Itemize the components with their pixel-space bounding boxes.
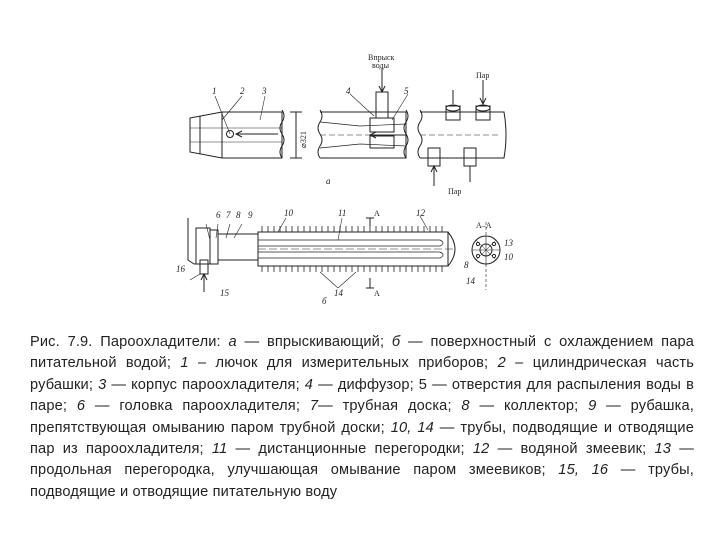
caption-segment: — коллектор; [469,398,589,415]
view-b-drawing [187,215,501,292]
label-num-3: 3 [261,86,267,96]
caption-segment: 2 [497,355,506,372]
caption-segment: — корпус пароохладителя; [106,376,305,393]
caption-segment: 6 [76,398,86,415]
caption-segment: б [391,334,401,350]
label-steam-in: Пар [476,71,489,80]
caption-segment: Рис. 7.9. Пароохладители: [30,334,229,350]
label-num-10-section: 10 [504,252,514,262]
label-section-mark-bottom: А [374,289,380,298]
label-num-11: 11 [338,208,346,218]
caption-segment: 11 [211,441,228,458]
technical-drawing: Впрыск воды Пар Пар ⌀321 а 1 2 3 4 5 [176,53,514,306]
caption-segment: — трубная доска; [318,398,462,415]
label-steam-out: Пар [448,187,461,196]
caption-segment: — дистанционные перегородки; [227,441,473,458]
view-a-labels: Впрыск воды Пар Пар ⌀321 а 1 2 3 4 5 [212,53,489,196]
caption-segment: а [228,334,237,350]
label-num-16: 16 [176,264,186,274]
caption-segment: 8 [461,398,470,415]
caption-segment: — впрыскивающий; [236,334,392,350]
label-diameter: ⌀321 [299,131,308,148]
label-section-mark-top: А [374,209,380,218]
caption-segment: — головка пароохладителя; [85,398,310,415]
caption-segment: — поверхностный с охлаждением пара питат… [30,334,694,372]
caption-segment: 3 [98,376,107,393]
caption-segment: – цилиндрическая часть рубашки; [30,355,694,393]
label-num-8: 8 [236,210,241,220]
figure-steam-desuperheaters: Впрыск воды Пар Пар ⌀321 а 1 2 3 4 5 [170,50,550,308]
view-a-drawing [189,68,507,186]
label-num-15: 15 [220,288,230,298]
label-injection-1: Впрыск [368,53,395,62]
caption-segment: 7 [309,398,319,415]
label-num-12: 12 [416,208,426,218]
caption-segment: — рубашка, препятствующая омыванию паром… [30,398,694,436]
caption-segment: 13 [654,441,672,458]
caption-segment: — продольная перегородка, улучшающая омы… [30,441,694,479]
label-num-9: 9 [248,210,253,220]
caption-segment: — диффузор; 5 — отверстия для распыления… [30,376,694,415]
label-injection-2: воды [372,61,390,70]
label-section-aa: А–А [476,221,492,230]
caption-segment: 1 [180,355,189,372]
figure-caption: Рис. 7.9. Пароохладители: а — впрыскиваю… [30,332,694,503]
label-view-a: а [326,176,331,186]
caption-segment: — водяной змеевик; [489,441,655,458]
caption-segment: 15, 16 [558,462,609,479]
label-num-1: 1 [212,86,217,96]
caption-segment: 12 [472,441,490,458]
label-num-14-section: 14 [466,276,476,286]
label-num-7: 7 [226,210,231,220]
label-num-13: 13 [504,238,514,248]
label-num-5: 5 [404,86,409,96]
caption-segment: — трубы, подводящие и отводящие питатель… [30,462,695,500]
caption-segment: 9 [588,398,597,415]
caption-segment: 4 [304,376,314,393]
label-num-4: 4 [346,86,351,96]
caption-segment: 10, 14 [390,419,434,436]
caption-segment: — трубы, подводящие и отводящие пар из п… [30,419,694,458]
caption-segment: – лючок для измерительных приборов; [188,355,498,372]
label-view-b: б [322,296,327,306]
view-b-labels: 6 7 8 9 10 11 12 13 10 8 14 14 16 15 б А… [176,208,514,306]
label-num-2: 2 [240,86,245,96]
label-num-10: 10 [284,208,294,218]
label-num-8-section: 8 [464,260,469,270]
label-num-14: 14 [334,288,344,298]
label-num-6: 6 [216,210,221,220]
